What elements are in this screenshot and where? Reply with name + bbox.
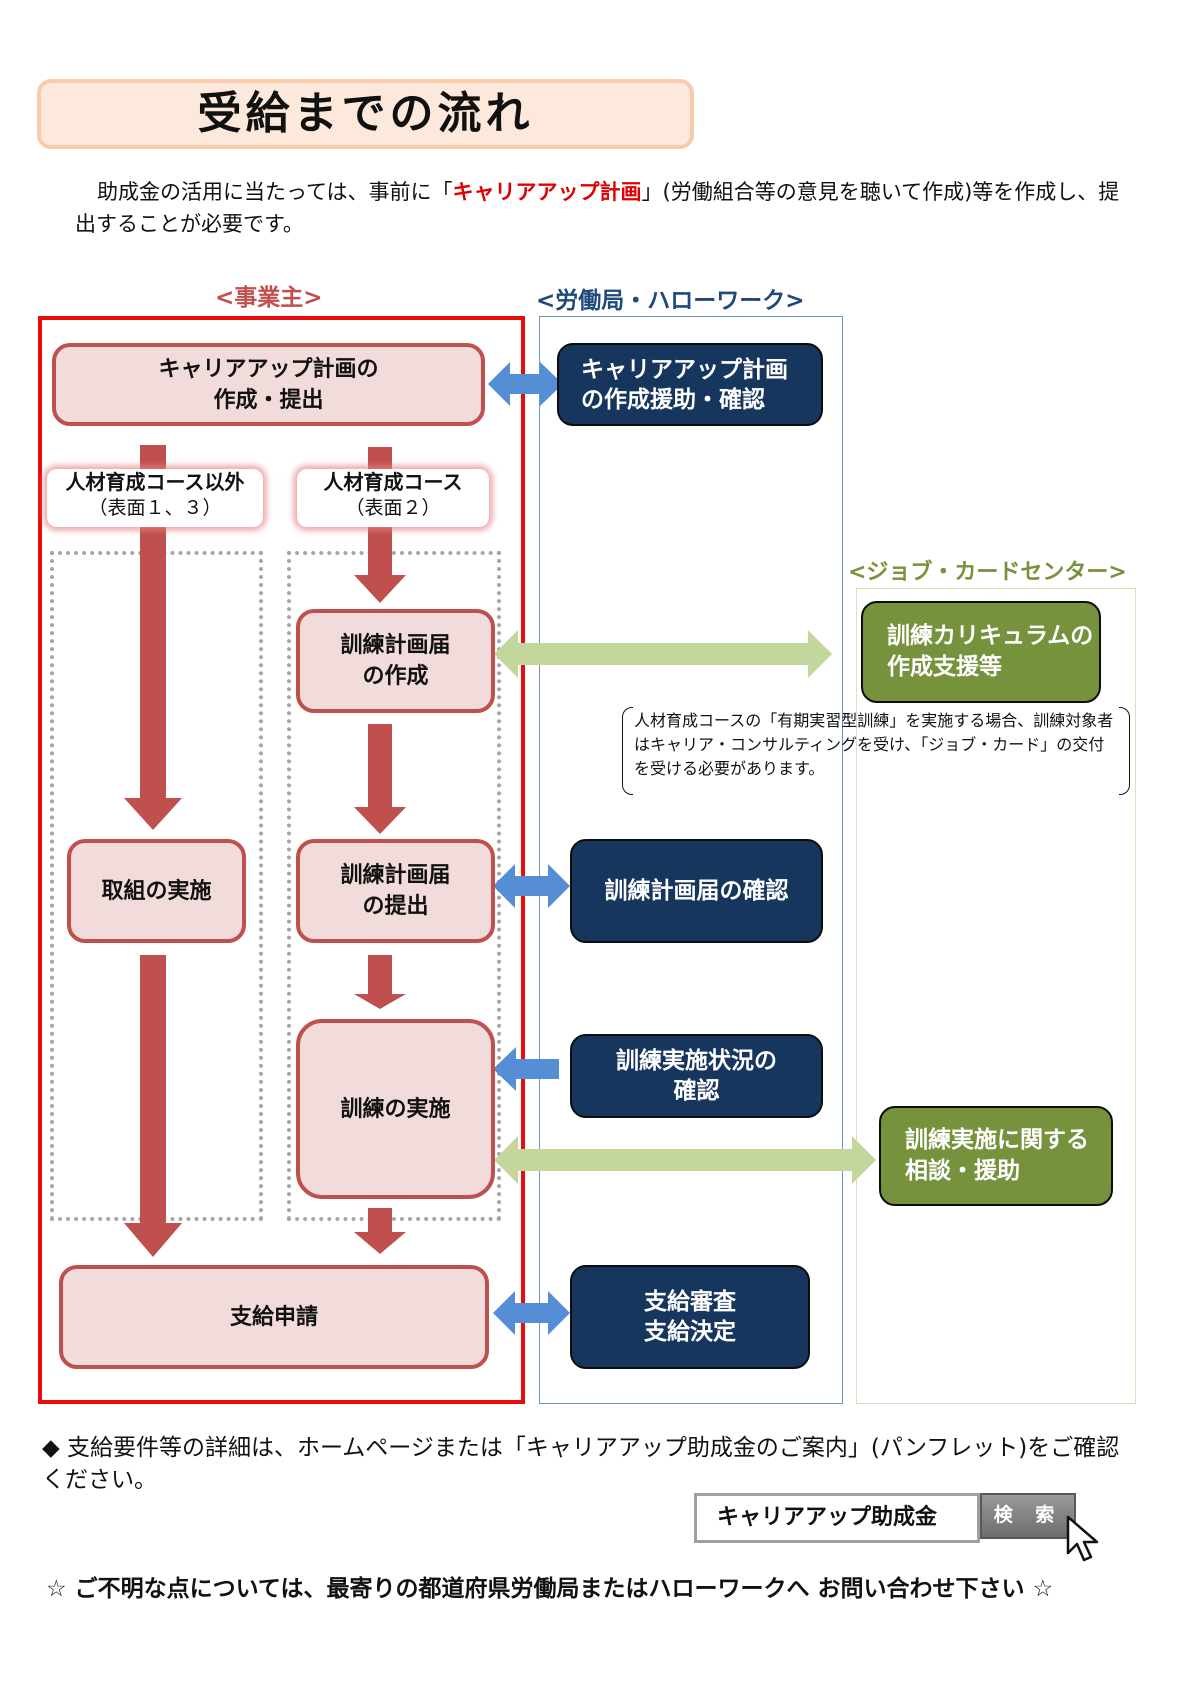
application-box: 支給申請 <box>59 1265 489 1369</box>
arrow-head-right-2 <box>354 807 406 834</box>
arrow-shaft-right-4 <box>368 1208 392 1233</box>
initiative-box: 取組の実施 <box>67 839 246 943</box>
plan-support-line2: の作成援助・確認 <box>581 386 765 413</box>
training-plan-confirm-box: 訓練計画届の確認 <box>570 839 823 943</box>
contact-text: ☆ ご不明な点については、最寄りの都道府県労働局またはハローワークへ お問い合わ… <box>46 1576 1054 1602</box>
training-exec-box: 訓練の実施 <box>296 1019 495 1199</box>
training-plan-create-line2: の作成 <box>362 664 429 689</box>
arrow-shaft-right-3 <box>368 955 392 995</box>
search-input[interactable]: キャリアアップ助成金 <box>694 1493 980 1543</box>
double-arrow-plan <box>488 362 563 406</box>
training-plan-submit-box: 訓練計画届の提出 <box>296 839 495 943</box>
double-arrow-curriculum <box>494 630 832 678</box>
lane-jobcard <box>856 588 1136 1404</box>
search-button[interactable]: 検 索 <box>980 1493 1076 1539</box>
decision-box: 支給審査支給決定 <box>570 1265 810 1369</box>
status-confirm-box: 訓練実施状況の確認 <box>570 1034 823 1118</box>
lane-title-jobcard: <ジョブ・カードセンター> <box>848 560 1127 585</box>
intro-after: 」(労働組合等の意見を聴いて作成)等を作成し、提出することが必要です。 <box>75 180 1120 236</box>
status-confirm-line1: 訓練実施状況の <box>616 1048 777 1074</box>
plan-submit-box: キャリアアップ計画の作成・提出 <box>52 343 485 426</box>
arrow-status-confirm <box>493 1047 559 1091</box>
arrow-head-left-2 <box>124 1223 182 1257</box>
curriculum-support-box: 訓練カリキュラムの作成支援等 <box>861 601 1101 703</box>
training-plan-create-line1: 訓練計画届 <box>340 633 451 658</box>
double-arrow-training-plan <box>493 864 570 908</box>
plan-support-box: キャリアアップ計画の作成援助・確認 <box>557 343 823 426</box>
plan-submit-line2: 作成・提出 <box>213 387 324 413</box>
arrow-head-right-3 <box>354 994 406 1009</box>
lane-title-employer: <事業主> <box>215 285 323 311</box>
status-confirm-line2: 確認 <box>673 1078 720 1104</box>
decision-line1: 支給審査 <box>644 1289 736 1315</box>
training-exec-label: 訓練の実施 <box>340 1096 451 1122</box>
intro-highlight: キャリアアップ計画 <box>452 180 642 204</box>
consult-support-box: 訓練実施に関する相談・援助 <box>879 1106 1113 1206</box>
decision-line2: 支給決定 <box>644 1319 736 1345</box>
training-plan-create-box: 訓練計画届の作成 <box>296 609 495 713</box>
arrow-head-right-4 <box>354 1232 406 1254</box>
lane-employer <box>38 316 525 1404</box>
training-plan-submit-line2: の提出 <box>362 894 429 919</box>
consult-line2: 相談・援助 <box>905 1158 1020 1184</box>
intro-text: 助成金の活用に当たっては、事前に「キャリアアップ計画」(労働組合等の意見を聴いて… <box>75 176 1135 240</box>
details-text: ◆ 支給要件等の詳細は、ホームページまたは「キャリアアップ助成金のご案内」(パン… <box>42 1435 1120 1493</box>
application-label: 支給申請 <box>229 1304 318 1330</box>
jobcard-note: 人材育成コースの「有期実習型訓練」を実施する場合、訓練対象者はキャリア・コンサル… <box>622 707 1130 795</box>
training-plan-submit-line1: 訓練計画届 <box>340 863 451 888</box>
arrow-head-right-1 <box>354 575 406 603</box>
plan-submit-line1: キャリアアップ計画の <box>158 356 379 382</box>
arrow-shaft-left-2 <box>140 955 166 1225</box>
consult-line1: 訓練実施に関する <box>905 1127 1089 1153</box>
course-other-label: 人材育成コース以外 （表面１、３） <box>47 469 263 527</box>
intro-before: 助成金の活用に当たっては、事前に「 <box>97 180 453 204</box>
curriculum-line2: 作成支援等 <box>887 654 1002 680</box>
title-banner <box>37 79 694 149</box>
double-arrow-application <box>493 1291 570 1335</box>
cursor-icon <box>1066 1515 1099 1562</box>
lane-labor <box>539 316 843 1404</box>
double-arrow-consult <box>494 1136 876 1184</box>
lane-title-labor: <労働局・ハローワーク> <box>536 288 805 314</box>
course-hr-title: 人材育成コース <box>323 470 463 494</box>
training-plan-confirm-label: 訓練計画届の確認 <box>604 878 789 904</box>
course-other-sub: （表面１、３） <box>88 497 222 519</box>
arrow-shaft-right-2 <box>368 724 392 809</box>
course-hr-label: 人材育成コース （表面２） <box>297 469 489 527</box>
plan-support-line1: キャリアアップ計画 <box>581 356 788 383</box>
curriculum-line1: 訓練カリキュラムの <box>887 623 1094 649</box>
course-other-title: 人材育成コース以外 <box>65 470 245 494</box>
arrow-head-left-1 <box>124 798 182 830</box>
initiative-label: 取組の実施 <box>101 878 212 904</box>
course-hr-sub: （表面２） <box>345 497 441 519</box>
page-title: 受給までの流れ <box>197 88 534 139</box>
